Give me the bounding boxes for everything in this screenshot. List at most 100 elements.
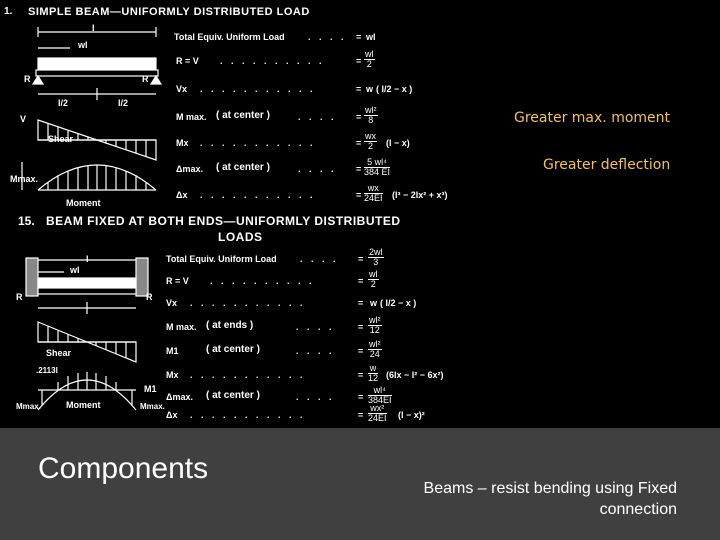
s1-row1-eq: =	[356, 56, 362, 66]
s15-row2-label: Vx	[166, 298, 178, 308]
s15-row5-suffix: (6lx − l² − 6x²)	[386, 370, 444, 380]
s15-row0-eq: =	[358, 254, 364, 264]
annotation-deflection: Greater deflection	[543, 157, 671, 173]
s15-row2-paren: ( l/2 − x )	[380, 298, 417, 308]
s1-row0-value: wl	[366, 32, 376, 42]
s15-row1-dots: . . . . . . . . . .	[210, 276, 315, 286]
s1-row2-label: Vx	[176, 84, 188, 94]
s15-row4-num: wl²	[368, 339, 382, 350]
s15-row2-eq: =	[358, 298, 364, 308]
s15-row6-label: Δmax.	[166, 392, 193, 402]
s1-row0-label: Total Equiv. Uniform Load	[174, 32, 285, 42]
moment-label: Moment	[66, 198, 101, 208]
section1-number: 1.	[4, 6, 13, 17]
footer-text: Beams – resist bending using Fixed conne…	[380, 478, 677, 520]
s15-row4-paren: ( at center )	[206, 344, 260, 355]
s1-row5-den: 384 EI	[364, 167, 391, 177]
section15-title-2: LOADS	[218, 230, 263, 244]
v-label: V	[20, 114, 27, 124]
s15-row5-num: w	[368, 363, 379, 374]
s15-row6-paren: ( at center )	[206, 390, 260, 401]
s15-row6-eq: =	[358, 392, 364, 402]
annotation-max-moment: Greater max. moment	[514, 110, 671, 126]
s1-row6-dots: . . . . . . . . . . .	[200, 190, 316, 200]
s1-row6-suffix: (l³ − 2lx² + x³)	[392, 190, 448, 200]
footer-text-line1: Beams – resist bending using Fixed	[423, 480, 677, 497]
s15-row4-den: 24	[369, 349, 380, 359]
s1-row3-num: wl²	[364, 105, 378, 116]
load-label: wl	[78, 40, 88, 50]
beam-formula-sheet: 1. SIMPLE BEAM—UNIFORMLY DISTRIBUTED LOA…	[4, 6, 448, 423]
mmax-label: Mmax.	[10, 174, 39, 184]
footer-bar	[0, 428, 720, 540]
half-left-label: l/2	[58, 98, 69, 108]
section15-diagram	[25, 257, 149, 411]
s15-row4-label: M1	[166, 346, 179, 356]
s1-row1-den: 2	[366, 59, 372, 69]
s1-row1-num: wl	[364, 49, 375, 60]
s1-row4-num: wx	[364, 131, 377, 142]
s15-row4-dots: . . . .	[296, 346, 335, 356]
s1-row5-eq: =	[356, 164, 362, 174]
s15-row5-dots: . . . . . . . . . . .	[190, 370, 306, 380]
s15-reaction-right: R	[146, 292, 153, 302]
s15-row0-dots: . . . .	[300, 254, 339, 264]
s15-row6-dots: . . . .	[296, 392, 335, 402]
s1-row5-label: Δmax.	[176, 164, 203, 174]
s15-moment-label: Moment	[66, 400, 101, 410]
s1-row2-value: w	[366, 84, 374, 94]
s15-row1-label: R = V	[166, 276, 189, 286]
s15-row3-den: 12	[369, 325, 380, 335]
s15-row5-label: Mx	[166, 370, 179, 380]
section1-title: SIMPLE BEAM—UNIFORMLY DISTRIBUTED LOAD	[28, 6, 310, 18]
s15-reaction-left: R	[16, 292, 23, 302]
s1-row5-dots: . . . .	[298, 164, 337, 174]
s1-row0-dots: . . . .	[308, 32, 347, 42]
s15-mmax-right: Mmax.	[140, 402, 165, 411]
s15-row3-label: M max.	[166, 322, 197, 332]
s15-m1-label: M1	[144, 384, 157, 394]
s15-row7-dots: . . . . . . . . . . .	[190, 410, 306, 420]
s1-row0-eq: =	[356, 32, 362, 42]
section15-title: BEAM FIXED AT BOTH ENDS—UNIFORMLY DISTRI…	[46, 214, 401, 228]
s1-row6-eq: =	[356, 190, 362, 200]
half-right-label: l/2	[118, 98, 129, 108]
s15-row1-num: wl	[368, 269, 379, 280]
s1-row4-label: Mx	[176, 138, 189, 148]
s15-row5-eq: =	[358, 370, 364, 380]
s15-row7-den: 24EI	[368, 413, 387, 423]
s15-row3-num: wl²	[368, 315, 382, 326]
s1-row3-dots: . . . .	[298, 112, 337, 122]
s15-row7-suffix: (l − x)²	[398, 410, 425, 420]
s1-row4-dots: . . . . . . . . . . .	[200, 138, 316, 148]
s1-row3-den: 8	[368, 115, 374, 125]
s15-row1-eq: =	[358, 276, 364, 286]
s1-row5-paren: ( at center )	[216, 162, 270, 173]
s15-row3-dots: . . . .	[296, 322, 335, 332]
s15-row3-eq: =	[358, 322, 364, 332]
s1-row3-paren: ( at center )	[216, 110, 270, 121]
s15-span-label: l	[86, 254, 89, 264]
s1-row4-eq: =	[356, 138, 362, 148]
s15-shear-label: Shear	[46, 348, 72, 358]
s1-row2-eq: =	[356, 84, 362, 94]
s15-row2-value: w	[370, 298, 378, 308]
s15-row6-den: 384EI	[368, 395, 392, 405]
s15-row4-eq: =	[358, 346, 364, 356]
reaction-right-label: R	[142, 74, 149, 84]
s1-row2-paren: ( l/2 − x )	[376, 84, 413, 94]
s15-row1-den: 2	[370, 279, 376, 289]
s15-point-label: .2113l	[36, 366, 58, 375]
s1-row2-dots: . . . . . . . . . . .	[200, 84, 316, 94]
s1-row3-label: M max.	[176, 112, 207, 122]
